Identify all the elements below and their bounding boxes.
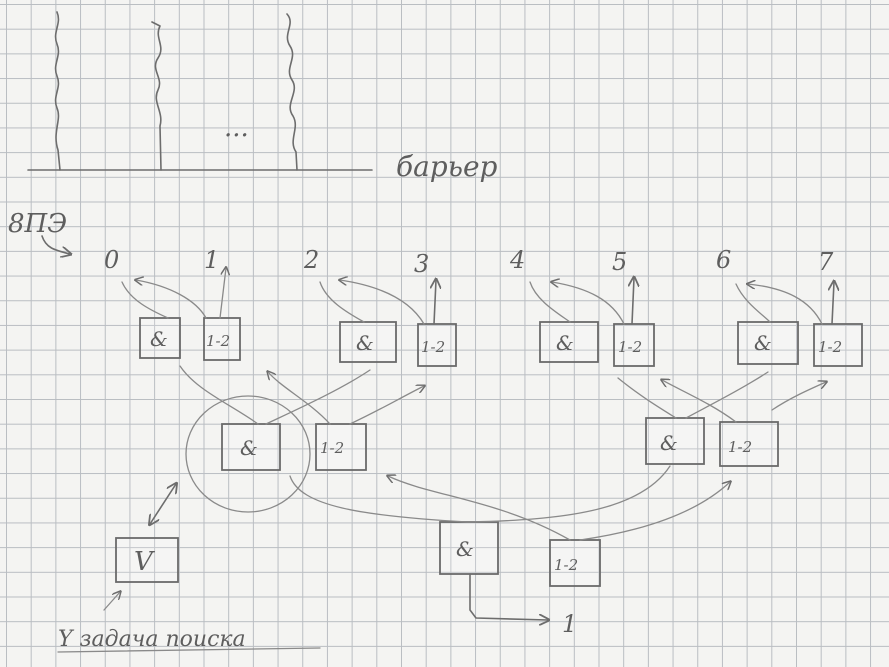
and-gate-01-label: & [150, 327, 168, 351]
split-gate-45-label: 1-2 [618, 338, 642, 356]
task-pointer [104, 592, 120, 610]
split-gate-root-label: 1-2 [554, 556, 578, 574]
level1-pair-67: & 1-2 [736, 282, 862, 366]
pe-count-annotation: 8ПЭ [8, 209, 70, 254]
process-wave-last [287, 14, 297, 170]
link-23b [340, 280, 424, 324]
link-67a [736, 284, 770, 322]
and-gate-67-label: & [754, 331, 772, 355]
and-gate-root-label: & [456, 537, 474, 561]
link-67c [832, 282, 834, 324]
link-r2a [618, 378, 676, 418]
pe-number-0: 0 [104, 246, 119, 274]
link-l2a [180, 366, 258, 424]
link-root-a [290, 476, 468, 522]
link-r2b [686, 372, 768, 418]
link-01c [220, 268, 226, 318]
process-wave-1 [152, 22, 161, 170]
link-01a [122, 282, 168, 318]
pe-number-5: 5 [612, 248, 627, 276]
pe-number-2: 2 [303, 246, 319, 274]
pe-count-label: 8ПЭ [8, 209, 67, 239]
link-r2d [772, 382, 826, 410]
root-level: & 1-2 1 [290, 466, 730, 638]
output-label: 1 [562, 610, 577, 638]
split-gate-01-label: 1-2 [206, 332, 230, 350]
level1-pair-23: & 1-2 [320, 280, 456, 366]
link-45c [632, 278, 634, 324]
link-45a [530, 282, 570, 322]
level2-right: & 1-2 [618, 372, 826, 466]
level2-left: & 1-2 [180, 366, 424, 512]
barrier-section: ... барьер [28, 12, 498, 183]
pe-number-6: 6 [716, 246, 731, 274]
split-gate-47-label: 1-2 [728, 438, 752, 456]
link-67b [748, 284, 822, 324]
pe-number-row: 0 1 2 3 4 5 6 7 [104, 246, 834, 278]
link-root-d [580, 482, 730, 540]
link-23c [434, 280, 436, 324]
pe-number-4: 4 [509, 246, 525, 274]
or-gate-label: V [134, 547, 155, 577]
pe-number-3: 3 [414, 250, 429, 278]
pe-number-1: 1 [204, 246, 219, 274]
process-wave-0 [56, 12, 60, 170]
and-gate-03-label: & [240, 436, 258, 460]
level1-pair-45: & 1-2 [530, 278, 654, 366]
split-gate-67-label: 1-2 [818, 338, 842, 356]
link-l2d [350, 386, 424, 424]
or-gate-group: V [104, 484, 178, 610]
and-gate-45-label: & [556, 331, 574, 355]
split-gate-23-label: 1-2 [421, 338, 445, 356]
link-output [470, 574, 548, 620]
split-gate-03-label: 1-2 [320, 439, 344, 457]
and-gate-47-label: & [660, 431, 678, 455]
and-gate-23-label: & [356, 331, 374, 355]
ellipsis: ... [224, 113, 249, 143]
link-l2b [266, 370, 370, 424]
link-root-b [468, 466, 670, 522]
task-label: Y задача поиска [58, 627, 246, 652]
level1-pair-01: & 1-2 [122, 268, 240, 360]
link-01b [136, 280, 206, 318]
or-gate-link [150, 484, 176, 524]
link-23a [320, 282, 364, 322]
barrier-label: барьер [396, 150, 498, 183]
pe-number-7: 7 [818, 248, 834, 276]
